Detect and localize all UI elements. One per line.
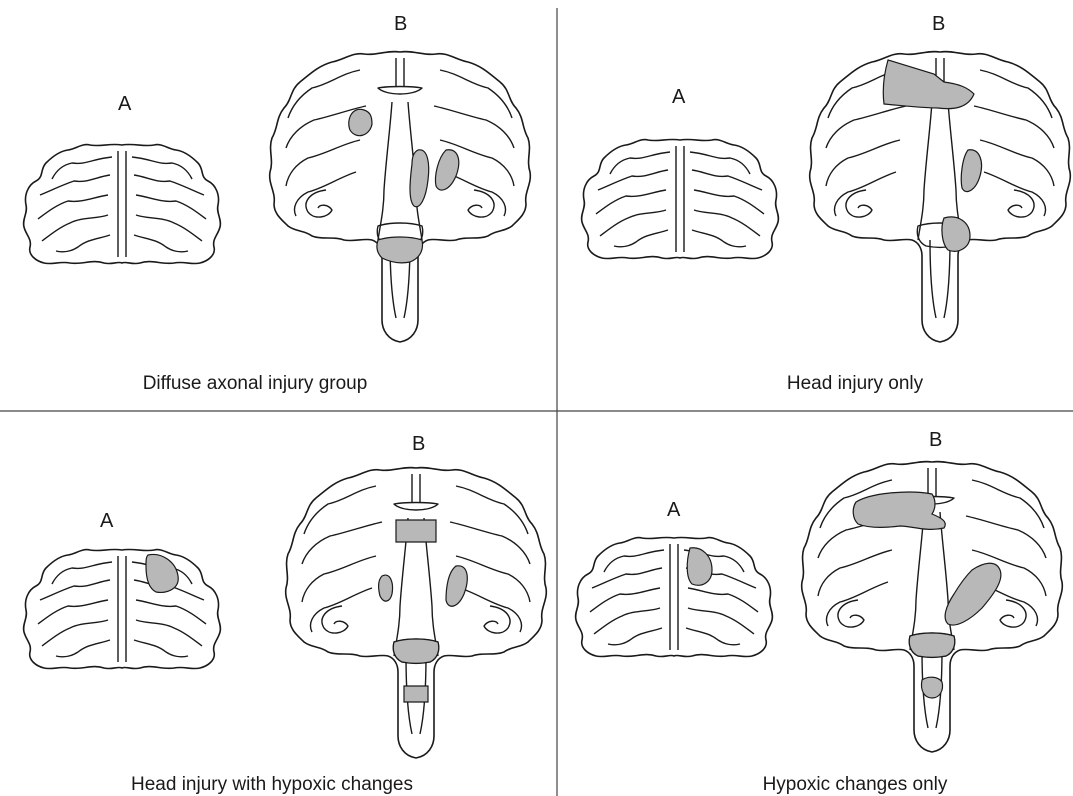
section-a-diagram [24,549,221,668]
section-a-label: A [667,499,681,521]
section-a-label: A [672,86,686,108]
section-b-label: B [932,13,945,35]
panel-hypoxic-changes-only: A B Hypoxic changes only [576,429,1063,795]
section-b-label: B [929,429,942,451]
section-b-diagram [802,462,1063,752]
section-b-diagram [270,52,531,342]
lesion [404,686,428,702]
lesion [379,575,393,601]
panel-caption: Hypoxic changes only [763,774,948,795]
panel-head-injury-with-hypoxic-changes: A B Head injury with hypoxic changes [24,433,547,795]
panel-caption: Head injury only [787,373,924,394]
lesion [921,677,942,698]
lesion [349,109,372,135]
lesion [853,492,945,529]
lesion [909,633,954,658]
section-b-diagram [286,468,547,758]
panel-diffuse-axonal-injury: A B Diffuse axonal injury group [24,13,531,394]
panel-caption: Head injury with hypoxic changes [131,774,413,795]
section-a-diagram [576,537,773,656]
lesion [396,520,436,542]
lesion [377,237,423,263]
lesion [393,639,438,664]
section-a-diagram [582,139,779,258]
section-a-label: A [118,93,132,115]
section-a-diagram [24,144,221,263]
section-b-diagram [810,52,1071,342]
section-b-label: B [394,13,407,35]
panel-caption: Diffuse axonal injury group [143,373,368,394]
section-a-label: A [100,510,114,532]
section-b-label: B [412,433,425,455]
panel-head-injury-only: A B Head injury only [582,13,1071,394]
